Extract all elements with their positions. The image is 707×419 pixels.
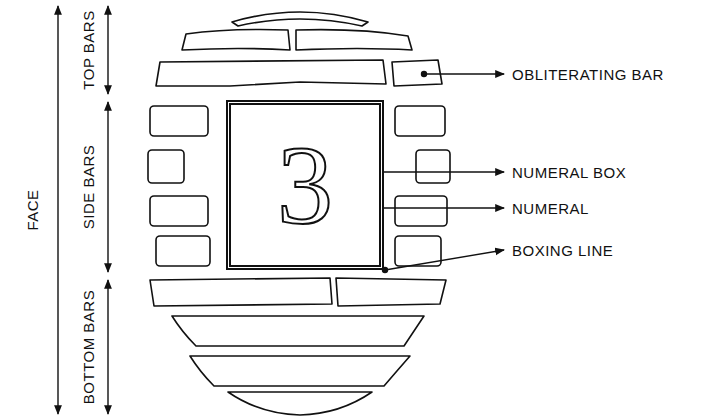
part-label: BOXING LINE — [512, 243, 613, 258]
numeral-box: 3 — [226, 100, 384, 270]
face-label: FACE — [25, 187, 40, 232]
section-label: BOTTOM BARS — [81, 288, 96, 406]
numeral: 3 — [277, 129, 333, 241]
section-label: TOP BARS — [81, 8, 96, 91]
part-label: NUMERAL BOX — [512, 165, 626, 180]
part-label: NUMERAL — [512, 201, 589, 216]
section-label: SIDE BARS — [81, 143, 96, 232]
part-label: OBLITERATING BAR — [512, 67, 664, 82]
